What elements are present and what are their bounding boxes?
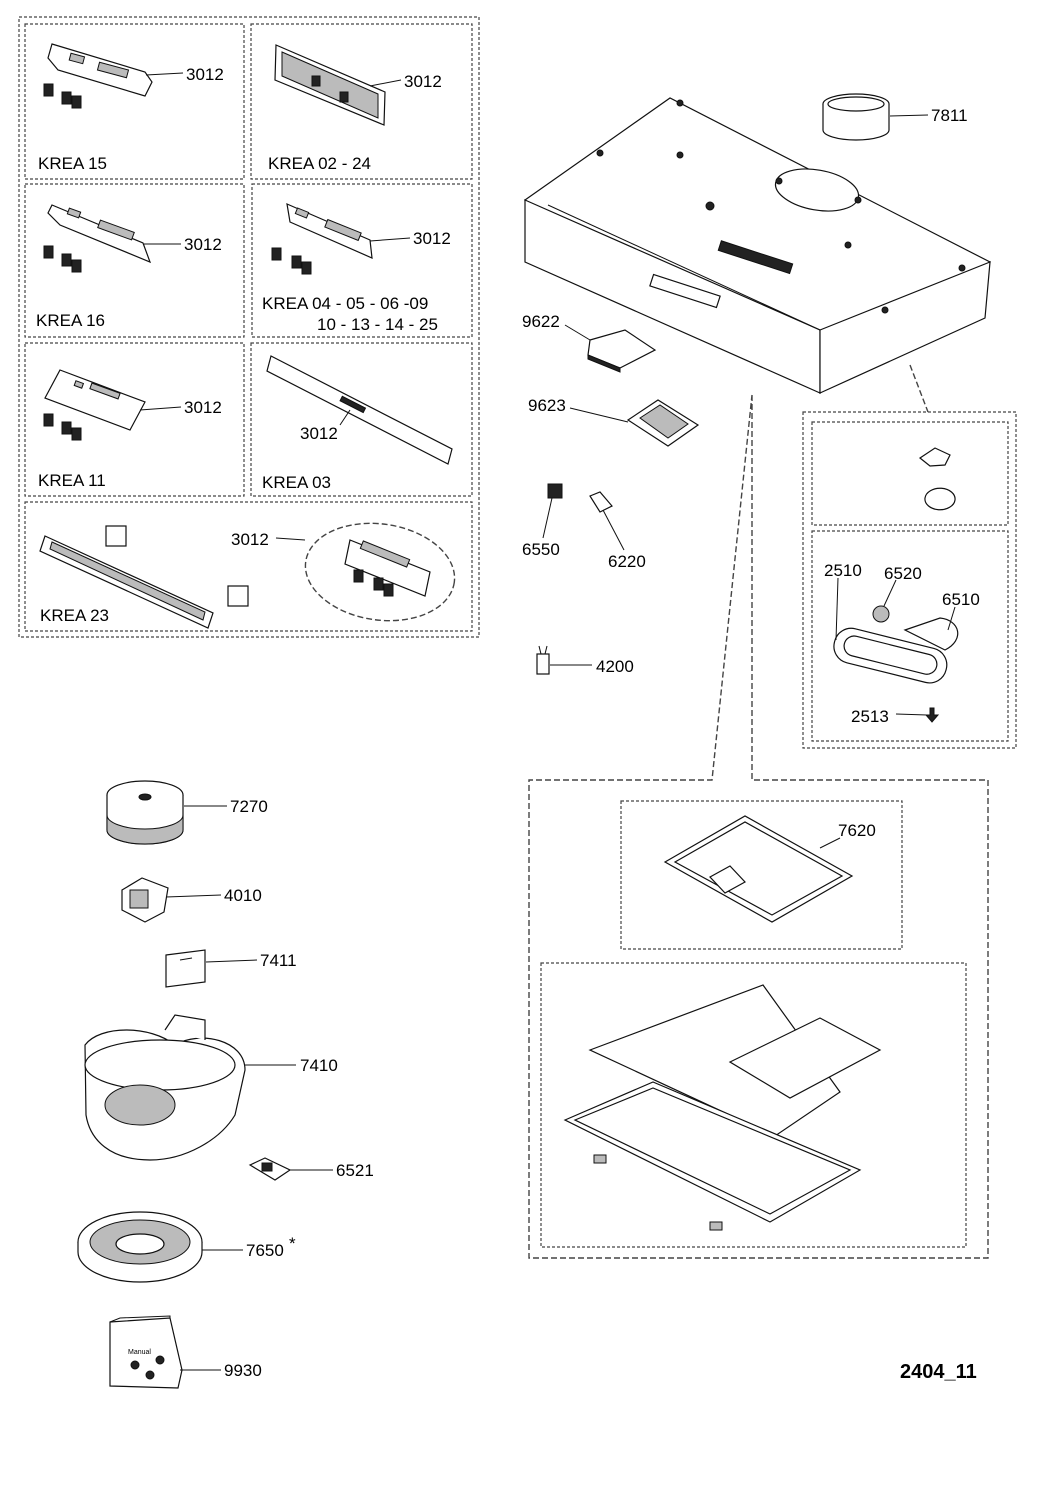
part-7650: 7650 *: [77, 1211, 296, 1283]
krea-03-part-label: 3012: [300, 424, 338, 443]
part-9622-label: 9622: [522, 312, 560, 331]
krea-16-part-label: 3012: [184, 235, 222, 254]
krea-11-part-label: 3012: [184, 398, 222, 417]
krea-23-part-label: 3012: [231, 530, 269, 549]
krea-11-model-label: KREA 11: [38, 471, 106, 490]
variant-krea-02-24: 3012 KREA 02 - 24: [250, 23, 473, 180]
variant-krea-04-25: 3012 KREA 04 - 05 - 06 -09 10 - 13 - 14 …: [251, 183, 473, 338]
part-6521: 6521: [248, 1157, 374, 1181]
variant-krea-11: 3012 KREA 11: [24, 342, 245, 497]
part-4200-label: 4200: [596, 657, 634, 676]
part-7411: 7411: [165, 949, 297, 988]
part-2510-label: 2510: [824, 561, 862, 580]
part-9930-label: 9930: [224, 1361, 262, 1380]
part-9623: 9623: [528, 396, 700, 447]
manual-label: Manual: [128, 1349, 151, 1356]
part-6510-label: 6510: [942, 590, 980, 609]
variants-frame: [18, 16, 480, 638]
variant-krea-16: 3012 KREA 16: [24, 183, 245, 338]
krea-02-24-part-label: 3012: [404, 72, 442, 91]
part-4010: 4010: [121, 877, 262, 923]
variant-krea-23: 3012 KREA 23: [24, 501, 473, 632]
duct-collar: 7811: [822, 93, 968, 141]
part-7270: 7270: [106, 780, 268, 845]
part-7620-label: 7620: [838, 821, 876, 840]
part-2513-label: 2513: [851, 707, 889, 726]
part-7650-label: 7650: [246, 1241, 284, 1260]
part-9622: 9622: [522, 312, 657, 373]
krea-04-part-label: 3012: [413, 229, 451, 248]
part-7650-mark: *: [289, 1234, 296, 1253]
krea-16-model-label: KREA 16: [36, 311, 105, 330]
part-6220-label: 6220: [608, 552, 646, 571]
part-9930-bag: Manual 9930: [109, 1315, 262, 1389]
part-4200: 4200: [536, 645, 634, 676]
part-6521-label: 6521: [336, 1161, 374, 1180]
krea-04-model-label: KREA 04 - 05 - 06 -09: [262, 294, 428, 313]
part-6220: 6220: [589, 491, 646, 571]
krea-15-model-label: KREA 15: [38, 154, 107, 173]
variant-krea-15: 3012 KREA 15: [24, 23, 245, 180]
krea-23-model-label: KREA 23: [40, 606, 109, 625]
diagram-id: 2404_11: [900, 1361, 977, 1383]
krea-15-part-label: 3012: [186, 65, 224, 84]
krea-04-model-label-line2: 10 - 13 - 14 - 25: [317, 315, 438, 334]
variant-krea-03: 3012 KREA 03: [250, 342, 473, 497]
part-4010-label: 4010: [224, 886, 262, 905]
part-6550-label: 6550: [522, 540, 560, 559]
part-7811-label: 7811: [931, 106, 968, 125]
part-6550: 6550: [522, 483, 563, 559]
part-7410: 7410: [84, 1014, 338, 1161]
krea-02-24-model-label: KREA 02 - 24: [268, 154, 371, 173]
part-7410-label: 7410: [300, 1056, 338, 1075]
krea-03-model-label: KREA 03: [262, 473, 331, 492]
hood-body: [523, 97, 992, 394]
lamp-assembly: 2510 6520 6510 2513: [802, 364, 1017, 749]
part-9623-label: 9623: [528, 396, 566, 415]
part-7270-label: 7270: [230, 797, 268, 816]
part-6520-label: 6520: [884, 564, 922, 583]
part-7411-label: 7411: [260, 951, 297, 970]
filter-assembly: 7620: [528, 394, 989, 1259]
